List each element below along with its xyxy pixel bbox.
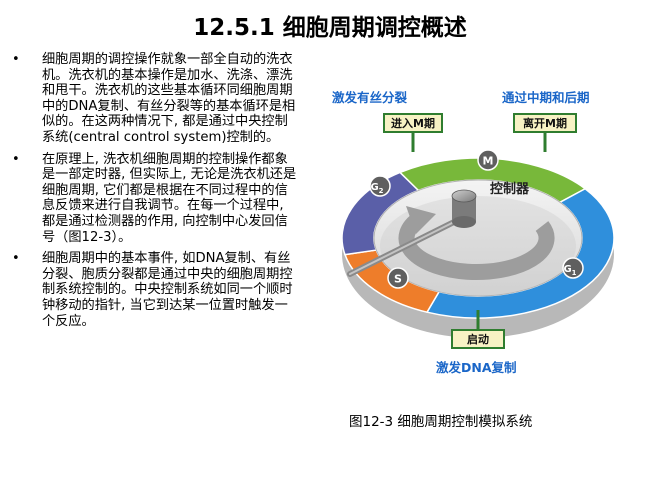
bullet-marker: •	[12, 52, 20, 67]
phase-g1-marker	[562, 257, 584, 279]
arrow-head-icon	[406, 206, 436, 234]
clockwise-arrow-icon	[398, 211, 555, 281]
exit-m-label: 离开M期	[523, 116, 567, 130]
phase-g2-marker	[369, 175, 391, 197]
slide-title: 12.5.1 细胞周期调控概述	[193, 15, 467, 41]
phase-g2-label: G2	[370, 182, 383, 195]
trigger-mitosis-label: 激发有丝分裂	[332, 90, 408, 105]
bullet-list: • 细胞周期的调控操作就象一部全自动的洗衣机。洗衣机的基本操作是加水、洗涤、漂洗和…	[10, 52, 300, 335]
bullet-text-1: 细胞周期的调控操作就象一部全自动的洗衣机。洗衣机的基本操作是加水、洗涤、漂洗和甩…	[42, 52, 296, 145]
cell-cycle-diagram: 控制器 M G2 S G1 激发有丝分裂 进入M期 通过中期和后期 离开M期 启…	[332, 90, 615, 375]
start-box	[451, 329, 505, 349]
phase-s-marker	[387, 267, 409, 289]
knob-base	[452, 216, 476, 228]
phase-m-marker	[477, 149, 499, 171]
start-label: 启动	[467, 332, 489, 346]
bullet-marker: •	[12, 151, 20, 167]
pointer-hand-highlight	[349, 217, 463, 275]
bullet-item-2: • 在原理上, 洗衣机细胞周期的控制操作都象是一部定时器, 但实际上, 无论是洗衣…	[10, 152, 300, 246]
bullet-item-3: • 细胞周期中的基本事件, 如DNA复制、有丝分裂、胞质分裂都是通过中央的细胞周期…	[10, 251, 300, 329]
phase-s-label: S	[394, 273, 402, 286]
knob-top	[451, 189, 477, 203]
figure-caption: 图12-3 细胞周期控制模拟系统	[349, 414, 533, 430]
phase-g2-letter: G	[370, 182, 378, 193]
phase-g1-label: G1	[563, 264, 576, 277]
bullet-text-3: 细胞周期中的基本事件, 如DNA复制、有丝分裂、胞质分裂都是通过中央的细胞周期控…	[42, 251, 293, 329]
bullet-text-2: 在原理上, 洗衣机细胞周期的控制操作都象是一部定时器, 但实际上, 无论是洗衣机…	[42, 151, 297, 245]
phase-g1-letter: G	[563, 264, 571, 275]
phase-m-label: M	[483, 155, 494, 168]
phase-g2-subscript: 2	[379, 187, 384, 195]
phase-g1-subscript: 1	[572, 269, 577, 277]
enter-m-label: 进入M期	[391, 116, 435, 130]
trigger-dna-label: 激发DNA复制	[436, 360, 517, 375]
pass-metaphase-label: 通过中期和后期	[502, 90, 590, 105]
controller-label: 控制器	[490, 181, 530, 197]
cell-cycle-control-figure: 控制器 M G2 S G1 激发有丝分裂 进入M期 通过中期和后期 离开M期 启…	[328, 78, 648, 398]
bullet-item-1: • 细胞周期的调控操作就象一部全自动的洗衣机。洗衣机的基本操作是加水、洗涤、漂洗和…	[10, 52, 300, 146]
bullet-marker: •	[12, 251, 20, 267]
